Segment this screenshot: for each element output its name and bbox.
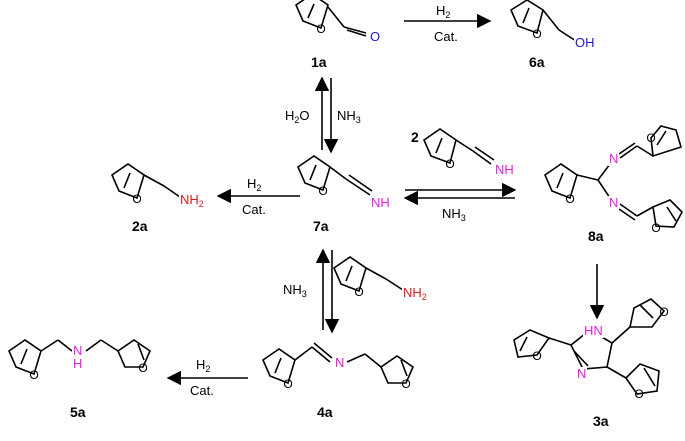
atom-nh2-reagent: NH2 [402,285,428,302]
atom-h-5a: H [72,356,84,371]
ring-o-reagent-amine: O [354,285,363,299]
atom-n2-8a: N [608,195,620,210]
ring-o-3a-top: O [659,305,668,319]
label-3a: 3a [593,413,609,429]
ring-o-6a: O [532,27,541,41]
atom-nh-reagent2: NH [494,162,515,177]
atom-nh-7a: NH [370,195,391,210]
label-5a: 5a [70,404,86,420]
cond-cat-top: Cat. [434,29,458,44]
ring-o-5a-right: O [138,361,147,375]
atom-oh-6a: OH [574,35,596,50]
cond-nh3-lower: NH3 [283,282,307,299]
structure-8a [544,125,683,228]
ring-o-8a-top: O [646,131,655,145]
ring-o-1a: O [316,22,325,36]
label-1a: 1a [311,54,327,70]
structure-7a [297,155,373,196]
ring-o-8a-bottom: O [651,221,660,235]
ring-o-7a: O [318,184,327,198]
atom-n-5a: N [72,343,84,358]
ring-o-5a-left: O [29,368,38,382]
label-2a: 2a [132,218,148,234]
cond-nh3-8a: NH3 [442,206,466,223]
atom-nh2-2a: NH2 [179,192,205,209]
ring-o-8a-left: O [565,192,574,206]
structure-3a [513,298,666,395]
atom-n-4a: N [334,355,346,370]
cond-h2o: H2O [285,108,310,125]
structure-6a [509,0,577,42]
cond-h2-top: H2 [436,3,451,20]
ring-o-4a-right: O [401,377,410,391]
cond-cat-5a: Cat. [190,383,214,398]
structure-1a [295,0,367,37]
structure-reagent-2 [423,128,495,165]
cond-cat-2a: Cat. [242,202,266,217]
structure-2a [111,163,181,200]
label-4a: 4a [317,404,333,420]
label-reagent-2: 2 [411,129,419,145]
structure-reagent-amine [333,256,404,293]
ring-o-reagent2: O [445,157,454,171]
atom-o-1a: O [369,29,382,44]
cond-h2-2a: H2 [247,176,262,193]
label-7a: 7a [313,218,329,234]
cond-h2-5a: H2 [196,357,211,374]
atom-hn-3a: HN [583,323,604,338]
ring-o-3a-bottom: O [634,387,643,401]
cond-nh3-upper: NH3 [337,108,361,125]
atom-n1-8a: N [608,151,620,166]
ring-o-3a-left: O [532,349,541,363]
ring-o-4a-left: O [283,377,292,391]
atom-n-3a: N [576,366,588,381]
structure-5a [8,339,151,376]
label-8a: 8a [588,228,604,244]
structure-4a [262,342,414,385]
ring-o-2a: O [132,192,141,206]
label-6a: 6a [529,54,545,70]
